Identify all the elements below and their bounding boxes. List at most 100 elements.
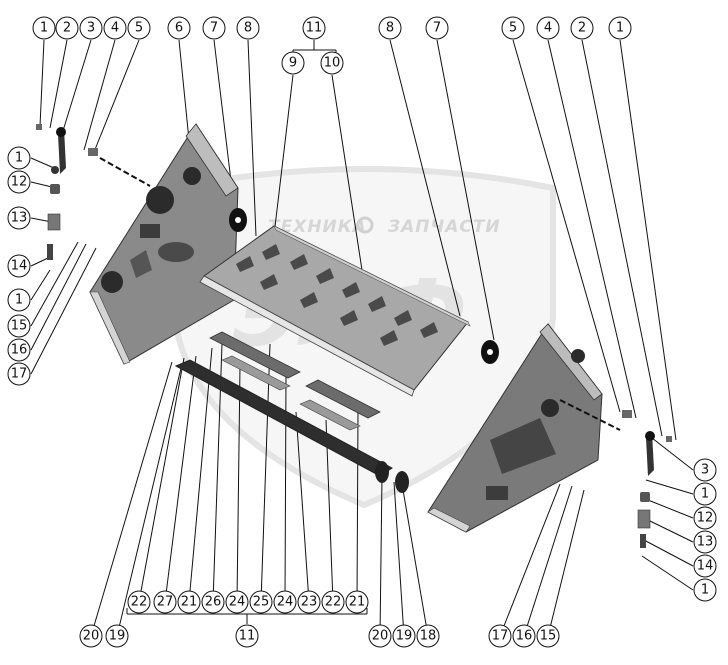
callout-number: 1	[701, 583, 709, 598]
callout-7: 7	[202, 16, 226, 40]
callout-number: 27	[157, 595, 174, 610]
callout-number: 13	[11, 211, 28, 226]
callout-number: 17	[492, 629, 509, 644]
callout-number: 8	[386, 21, 394, 36]
callout-number: 4	[111, 21, 119, 36]
callout-4: 4	[103, 16, 127, 40]
callout-13: 13	[7, 206, 31, 230]
callout-number: 12	[11, 175, 28, 190]
callout-circle	[225, 590, 249, 614]
callout-16: 16	[512, 624, 536, 648]
callout-number: 11	[306, 21, 323, 36]
callout-circle	[536, 16, 560, 40]
callout-number: 12	[697, 511, 714, 526]
callout-circle	[7, 362, 31, 386]
callout-number: 7	[210, 21, 218, 36]
callout-circle	[79, 624, 103, 648]
callout-1: 1	[693, 578, 717, 602]
callout-number: 16	[516, 629, 533, 644]
callout-24: 24	[225, 590, 249, 614]
callout-number: 2	[63, 21, 71, 36]
callout-number: 22	[325, 595, 342, 610]
callout-21: 21	[177, 590, 201, 614]
callout-circle	[321, 590, 345, 614]
callout-circle	[368, 624, 392, 648]
callout-circle	[201, 590, 225, 614]
callout-14: 14	[693, 554, 717, 578]
leader-lines	[30, 39, 694, 637]
callout-circle	[693, 578, 717, 602]
callout-circle	[55, 16, 79, 40]
callout-12: 12	[693, 506, 717, 530]
callout-circle	[103, 16, 127, 40]
callout-number: 13	[697, 535, 714, 550]
callout-circle	[693, 530, 717, 554]
lower-bar-assembly	[174, 331, 409, 493]
callout-circle	[202, 16, 226, 40]
callout-10: 10	[320, 51, 344, 75]
callout-circle	[416, 624, 440, 648]
callout-number: 11	[239, 629, 256, 644]
callout-circle	[320, 51, 344, 75]
callout-number: 19	[396, 629, 413, 644]
callout-circle	[7, 254, 31, 278]
callout-11: 11	[235, 624, 259, 648]
callout-1: 1	[32, 16, 56, 40]
callout-22: 22	[321, 590, 345, 614]
callout-circle	[7, 288, 31, 312]
callout-3: 3	[79, 16, 103, 40]
callout-number: 24	[229, 595, 246, 610]
callout-15: 15	[7, 314, 31, 338]
callout-number: 6	[175, 21, 183, 36]
callout-20: 20	[368, 624, 392, 648]
callout-number: 2	[578, 21, 586, 36]
callout-number: 7	[433, 21, 441, 36]
callout-circle	[608, 16, 632, 40]
callout-1: 1	[7, 288, 31, 312]
callout-number: 22	[131, 595, 148, 610]
callout-number: 18	[420, 629, 437, 644]
callout-1: 1	[693, 482, 717, 506]
callout-circle	[501, 16, 525, 40]
callout-number: 5	[135, 21, 143, 36]
callout-circle	[7, 206, 31, 230]
callout-circle	[105, 624, 129, 648]
callout-number: 8	[244, 21, 252, 36]
callout-7: 7	[425, 16, 449, 40]
callout-circle	[281, 51, 305, 75]
callout-circle	[7, 338, 31, 362]
small-hardware	[36, 124, 672, 548]
callout-circle	[7, 314, 31, 338]
callout-number: 1	[15, 293, 23, 308]
callout-circle	[570, 16, 594, 40]
left-side-panel	[89, 123, 239, 365]
callout-number: 19	[109, 629, 126, 644]
callout-number: 3	[87, 21, 95, 36]
callout-circle	[167, 16, 191, 40]
callout-9: 9	[281, 51, 305, 75]
callout-19: 19	[105, 624, 129, 648]
callout-2: 2	[570, 16, 594, 40]
callout-circle	[273, 590, 297, 614]
callout-number: 25	[253, 595, 270, 610]
callout-number: 1	[616, 21, 624, 36]
callout-number: 23	[301, 595, 318, 610]
callout-1: 1	[608, 16, 632, 40]
callout-circle	[79, 16, 103, 40]
callout-number: 9	[289, 56, 297, 71]
callout-24: 24	[273, 590, 297, 614]
callout-1: 1	[7, 146, 31, 170]
callout-circle	[512, 624, 536, 648]
callout-circle	[297, 590, 321, 614]
callout-number: 15	[11, 319, 28, 334]
callout-number: 26	[205, 595, 222, 610]
callout-18: 18	[416, 624, 440, 648]
callout-circle	[177, 590, 201, 614]
callout-number: 21	[181, 595, 198, 610]
callout-circle	[249, 590, 273, 614]
callout-circle	[425, 16, 449, 40]
watermark-brand-right: ЗАПЧАСТИ	[387, 217, 501, 237]
callout-17: 17	[7, 362, 31, 386]
